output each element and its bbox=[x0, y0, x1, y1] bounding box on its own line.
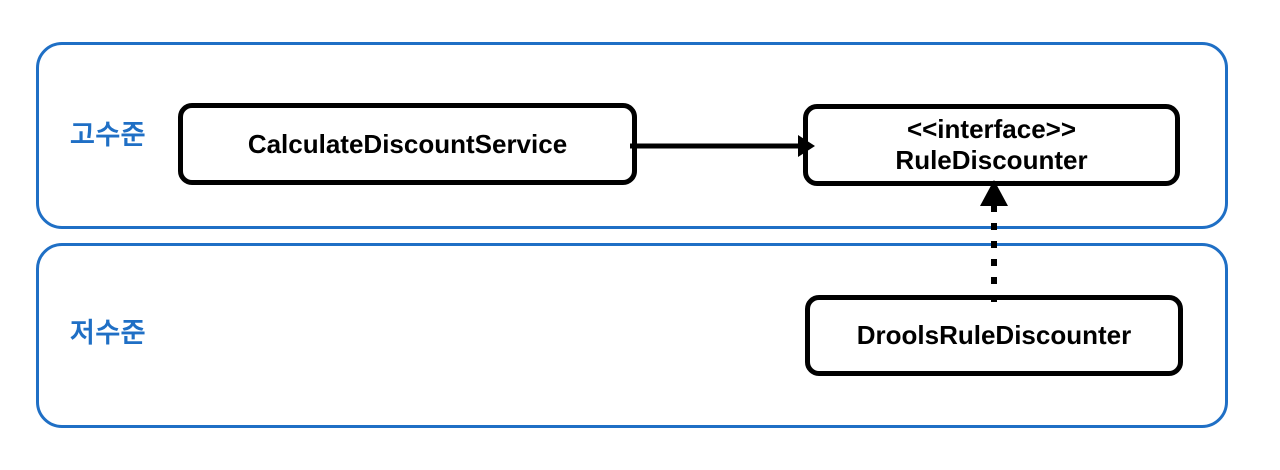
layer-label-high-level: 고수준 bbox=[70, 120, 147, 150]
layer-label-low-level: 저수준 bbox=[70, 318, 147, 348]
interface-box-rule-discounter[interactable]: <<interface>> RuleDiscounter bbox=[803, 104, 1180, 186]
class-name-drools-rule-discounter: DroolsRuleDiscounter bbox=[856, 320, 1132, 351]
stereotype-label-interface: <<interface>> bbox=[906, 114, 1077, 145]
class-box-calculate-discount-service[interactable]: CalculateDiscountService bbox=[178, 103, 637, 185]
interface-name-rule-discounter: RuleDiscounter bbox=[895, 145, 1088, 175]
class-name-calculate-discount-service: CalculateDiscountService bbox=[247, 128, 568, 159]
class-box-drools-rule-discounter[interactable]: DroolsRuleDiscounter bbox=[805, 295, 1183, 376]
